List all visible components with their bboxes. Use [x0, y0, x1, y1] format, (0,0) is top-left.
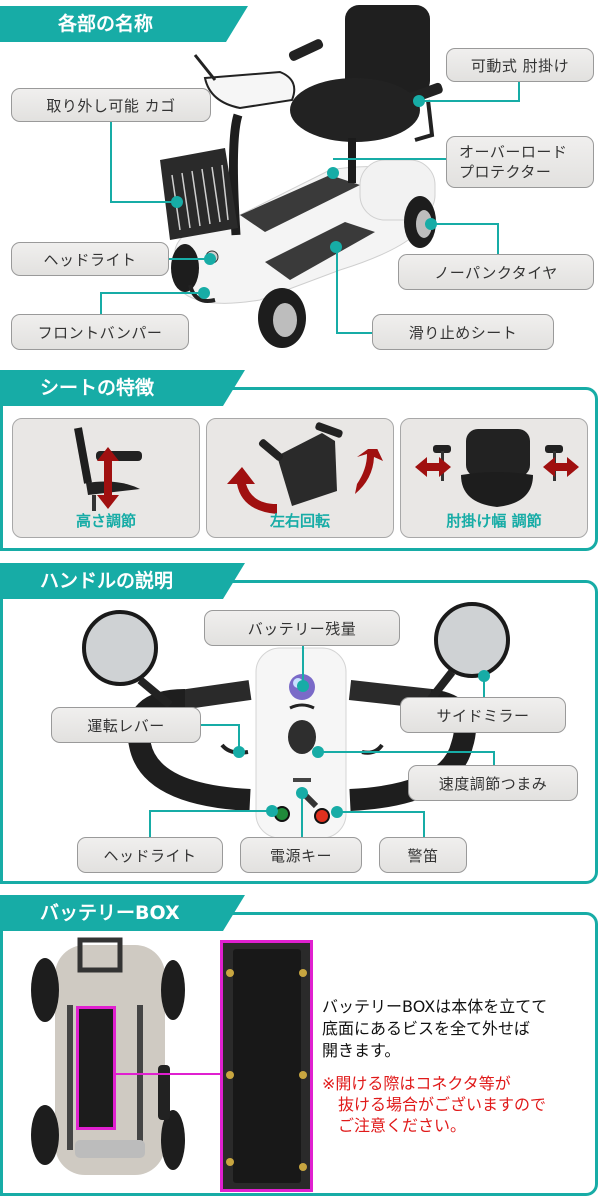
battery-box-closeup	[220, 940, 313, 1192]
marker-dot	[413, 95, 425, 107]
leader-line	[336, 332, 372, 334]
section-frame-battery	[0, 912, 598, 1196]
warning-line: 抜ける場合がございますので	[338, 1095, 547, 1114]
screw-icon	[226, 1158, 234, 1166]
width-arrows-icon	[415, 457, 579, 477]
battery-warning: ※開ける際はコネクタ等が 抜ける場合がございますので ご注意ください。	[322, 1073, 592, 1136]
leader-line	[100, 293, 102, 314]
leader-line	[302, 646, 304, 684]
leader-line	[337, 811, 425, 813]
warning-line: ※開ける際はコネクタ等が	[322, 1074, 511, 1093]
leader-line	[110, 122, 112, 202]
leader-line	[422, 100, 520, 102]
label-overload-line2: プロテクター	[459, 163, 552, 181]
section-title-handle: ハンドルの説明	[0, 563, 245, 599]
marker-dot	[425, 218, 437, 230]
label-headlight: ヘッドライト	[11, 242, 169, 276]
section-title-battery: バッテリーBOX	[0, 895, 245, 931]
label-removable-basket: 取り外し可能 カゴ	[11, 88, 211, 122]
description-line: 底面にあるビスを全て外せば	[322, 1019, 531, 1038]
label-overload-line1: オーバーロード	[459, 143, 568, 161]
section-frame-handle	[0, 580, 598, 884]
label-handle-headlight: ヘッドライト	[77, 837, 223, 873]
battery-description: バッテリーBOXは本体を立てて 底面にあるビスを全て外せば 開きます。	[322, 996, 592, 1062]
leader-line	[336, 246, 338, 333]
leader-line	[110, 201, 176, 203]
screw-icon	[226, 1071, 234, 1079]
label-puncture-free-tire: ノーパンクタイヤ	[398, 254, 594, 290]
marker-dot	[331, 806, 343, 818]
label-drive-lever: 運転レバー	[51, 707, 201, 743]
leader-line	[201, 724, 240, 726]
feature-card-swivel: 左右回転	[206, 418, 394, 538]
feature-caption: 肘掛け幅 調節	[446, 512, 542, 530]
description-line: バッテリーBOXは本体を立てて	[322, 997, 548, 1016]
seat-swivel-image	[258, 422, 343, 506]
leader-line	[169, 258, 211, 260]
marker-dot	[296, 787, 308, 799]
marker-dot	[312, 746, 324, 758]
marker-dot	[198, 287, 210, 299]
leader-line	[493, 751, 495, 765]
leader-line	[518, 82, 520, 101]
marker-dot	[327, 167, 339, 179]
section-title-seat: シートの特徴	[0, 370, 245, 406]
leader-line	[432, 223, 499, 225]
screw-icon	[299, 969, 307, 977]
leader-line	[423, 811, 425, 837]
leader-line	[317, 751, 495, 753]
marker-dot	[266, 805, 278, 817]
marker-dot	[233, 746, 245, 758]
scooter-image	[160, 5, 443, 348]
screw-icon	[226, 969, 234, 977]
leader-line	[149, 810, 151, 837]
leader-line	[483, 677, 485, 697]
description-line: 開きます。	[322, 1041, 401, 1060]
leader-line	[149, 810, 272, 812]
screw-icon	[299, 1071, 307, 1079]
leader-line	[497, 223, 499, 254]
marker-dot	[204, 253, 216, 265]
feature-caption: 左右回転	[269, 512, 330, 530]
battery-cover-plate	[233, 949, 301, 1183]
marker-dot	[171, 196, 183, 208]
label-speed-knob: 速度調節つまみ	[408, 765, 578, 801]
label-battery-level: バッテリー残量	[204, 610, 400, 646]
section-frame-seat	[0, 387, 598, 551]
label-horn: 警笛	[379, 837, 467, 873]
leader-line	[100, 292, 204, 294]
warning-line: ご注意ください。	[338, 1116, 467, 1135]
label-front-bumper: フロントバンパー	[11, 314, 189, 350]
feature-card-height: 高さ調節	[12, 418, 200, 538]
section-title-parts: 各部の名称	[0, 6, 248, 42]
battery-box-highlight-small	[76, 1006, 116, 1130]
up-down-arrow-icon	[97, 447, 119, 509]
label-movable-armrest: 可動式 肘掛け	[446, 48, 594, 82]
leader-line	[333, 158, 446, 160]
leader-line	[301, 792, 303, 837]
marker-dot	[297, 680, 309, 692]
label-overload-protector: オーバーロード プロテクター	[446, 136, 594, 188]
screw-icon	[299, 1163, 307, 1171]
feature-caption: 高さ調節	[75, 512, 136, 530]
marker-dot	[478, 670, 490, 682]
leader-line	[238, 724, 240, 748]
feature-card-armrest-width: 肘掛け幅 調節	[400, 418, 588, 538]
label-side-mirror: サイドミラー	[400, 697, 566, 733]
marker-dot	[330, 241, 342, 253]
label-non-slip-mat: 滑り止めシート	[372, 314, 554, 350]
connector-line	[116, 1073, 220, 1075]
label-power-key: 電源キー	[240, 837, 362, 873]
rotate-arrows-icon	[227, 449, 383, 514]
